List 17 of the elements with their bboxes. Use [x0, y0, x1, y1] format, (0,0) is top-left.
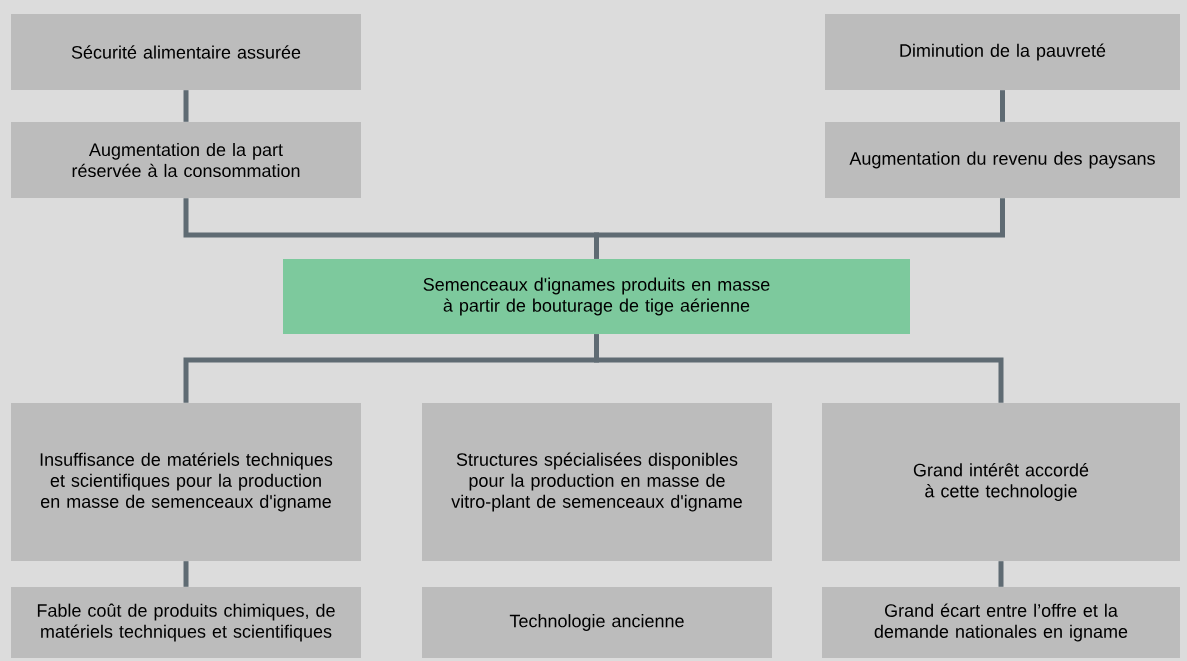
text-box: Technologie ancienne — [422, 587, 772, 658]
text-box: Grand intérêt accordé à cette technologie — [822, 403, 1180, 561]
text-box: Augmentation de la part réservée à la consommation — [11, 122, 361, 198]
central-box: Semenceaux d'ignames produits en masse à partir de bouturage de tige aérienne — [283, 259, 910, 334]
text-box: Augmentation du revenu des paysans — [825, 122, 1180, 198]
connector-line — [594, 334, 1004, 403]
text-box: Structures spécialisées disponibles pour la production en masse de vitro-plant de semenceaux d'igname — [422, 403, 772, 561]
text-box: Fable coût de produits chimiques, de matériels techniques et scientifiques — [11, 587, 361, 658]
text-box: Grand écart entre l’offre et la demande nationales en igname — [822, 587, 1180, 658]
text-box: Sécurité alimentaire assurée — [11, 14, 361, 90]
text-box: Diminution de la pauvreté — [825, 14, 1180, 90]
connector-line — [183, 561, 189, 587]
text-box: Insuffisance de matériels techniques et scientifiques pour la production en masse de semenceaux d'igname — [11, 403, 361, 561]
connector-line — [998, 561, 1004, 587]
connector-line — [594, 198, 1005, 259]
connector-line — [1000, 90, 1005, 122]
connector-line — [183, 90, 189, 122]
